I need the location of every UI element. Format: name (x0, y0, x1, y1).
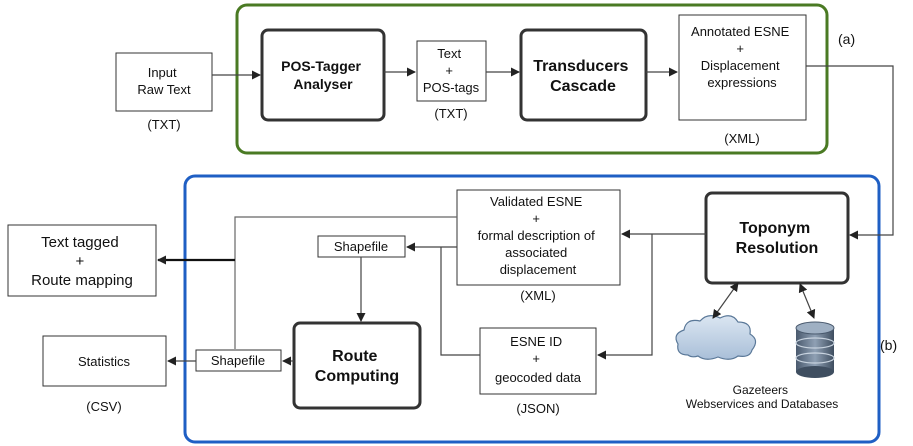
svg-text:Annotated ESNE + Displ: Annotated ESNE + Displacement expression… (691, 24, 793, 90)
toponym-line1: Toponym (739, 220, 810, 237)
arrow-toponym-to-database (798, 283, 816, 319)
text-pos-tags-line1: Text (437, 46, 461, 61)
gazeteers-line2: Webservices and Databases (686, 397, 839, 411)
transducers-line2: Cascade (550, 78, 616, 95)
gazeteers-line1: Gazeteers (733, 383, 788, 397)
arrow-esne-to-shapefile (440, 247, 480, 356)
text-tagged-box (7, 224, 157, 297)
panel-a-label: (a) (838, 31, 855, 47)
statistics-box (42, 335, 167, 387)
svg-text:Route Computing: Route Computing (315, 348, 399, 385)
input-raw-text-line2: Raw Text (137, 82, 191, 97)
text-tagged-line3: Route mapping (31, 272, 133, 289)
annotated-esne-line1: Annotated ESNE (691, 24, 790, 39)
shapefile-bottom-label: Shapefile (211, 353, 265, 368)
cloud-icon (675, 315, 757, 360)
esne-id-line3: geocoded data (495, 370, 582, 385)
toponym-line2: Resolution (736, 240, 819, 257)
panel-b-label: (b) (880, 337, 897, 353)
svg-text:Transducers Cascade: Transducers Cascade (533, 58, 633, 95)
validated-esne-line1: Validated ESNE (490, 194, 583, 209)
svg-text:Toponym Resolution: Toponym Resolution (736, 220, 819, 257)
validated-esne-line5: displacement (500, 262, 577, 277)
pos-tagger-line2: Analyser (293, 76, 353, 92)
esne-format: (JSON) (516, 401, 559, 416)
esne-id-box (479, 327, 597, 395)
annotated-format: (XML) (724, 131, 759, 146)
input-raw-text-line1: Input (148, 65, 177, 80)
esne-id-line1: ESNE ID (510, 334, 562, 349)
input-format: (TXT) (147, 117, 180, 132)
svg-text:Validated ESNE + forma: Validated ESNE + formal description of a… (478, 194, 599, 277)
route-computing-line1: Route (332, 348, 377, 365)
annotated-esne-line3: Displacement (701, 58, 780, 73)
annotated-esne-line2: + (736, 41, 744, 56)
panel-a (235, 3, 829, 155)
validated-esne-box (456, 189, 621, 286)
arrow-toponym-to-cloud (712, 282, 739, 319)
arrow-annotated-to-toponym (806, 65, 894, 240)
svg-text:Text + POS-tags: Text + POS-tags (423, 46, 480, 95)
text-pos-tags-box (416, 40, 487, 102)
text-pos-format: (TXT) (434, 106, 467, 121)
validated-format: (XML) (520, 288, 555, 303)
shapefile-top-label: Shapefile (334, 239, 388, 254)
route-computing-box (292, 321, 422, 410)
transducers-line1: Transducers (533, 58, 628, 75)
validated-esne-line2: + (532, 211, 540, 226)
transducers-box (519, 28, 648, 122)
annotated-esne-box (678, 14, 807, 121)
arrow-toponym-to-esne (597, 234, 653, 360)
input-raw-text-box (115, 52, 213, 112)
svg-text:Input Raw Text: Input Raw Text (137, 65, 191, 97)
svg-text:Gazeteers Webservices and: Gazeteers Webservices and Databases (686, 383, 839, 411)
panel-b (183, 174, 881, 444)
database-icon (795, 321, 835, 378)
statistics-format: (CSV) (86, 399, 121, 414)
svg-text:ESNE ID + geocoded dat: ESNE ID + geocoded data (495, 334, 582, 385)
pos-tagger-line1: POS-Tagger (281, 58, 361, 74)
connectors (157, 65, 894, 366)
pos-tagger-box (260, 28, 386, 122)
arrow-validated-to-texttagged (234, 216, 457, 349)
validated-esne-line4: associated (505, 245, 567, 260)
text-pos-tags-line2: + (445, 63, 453, 78)
text-tagged-line1: Text tagged (41, 234, 119, 251)
toponym-resolution-box (704, 191, 850, 285)
validated-esne-line3: formal description of (478, 228, 595, 243)
svg-text:Text tagged + Route ma: Text tagged + Route mapping (31, 234, 133, 289)
svg-text:POS-Tagger Analyser: POS-Tagger Analyser (281, 58, 365, 92)
annotated-esne-line4: expressions (707, 75, 777, 90)
esne-id-line2: + (532, 351, 540, 366)
text-pos-tags-line3: POS-tags (423, 80, 480, 95)
route-computing-line2: Computing (315, 368, 399, 385)
text-tagged-line2: + (76, 253, 85, 270)
statistics-label: Statistics (78, 354, 131, 369)
